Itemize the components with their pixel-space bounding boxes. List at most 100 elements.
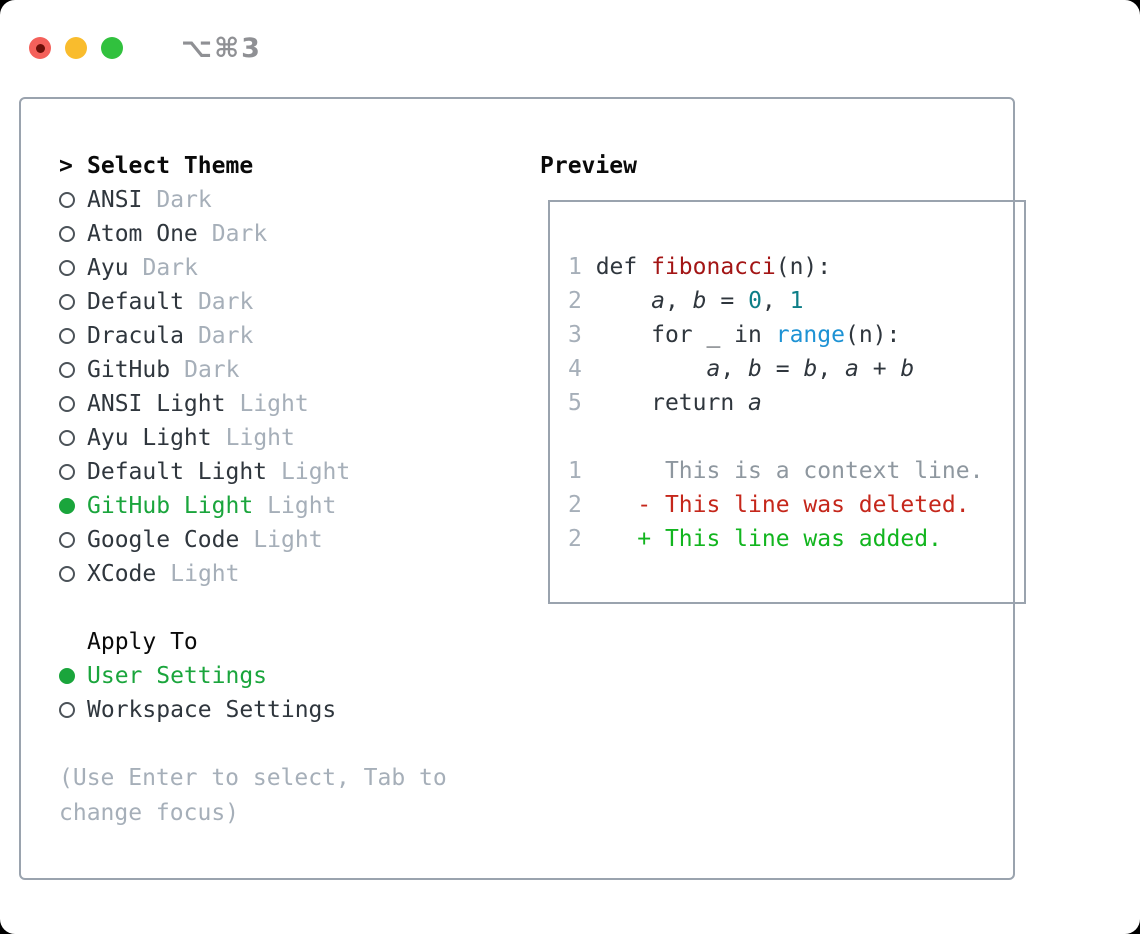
section-gap (59, 591, 499, 625)
token-plain (596, 288, 651, 314)
token-gut: 2 (568, 526, 582, 552)
minimize-button[interactable] (65, 37, 87, 59)
token-var: b (900, 356, 915, 382)
preview-blank-line (568, 420, 1024, 454)
token-var: b (748, 356, 762, 382)
theme-option-ayu-light[interactable]: Ayu Light Light (59, 421, 499, 455)
token-ctx: This is a context line. (581, 458, 984, 484)
token-gut: 3 (568, 322, 596, 348)
token-plain (596, 356, 707, 382)
token-var: a (748, 390, 762, 416)
radio-icon (59, 328, 75, 344)
option-label: Ayu Light (87, 425, 212, 451)
option-label: XCode (87, 561, 157, 587)
token-plain: (n): (844, 322, 901, 348)
token-plain: , (817, 356, 846, 382)
apply-option-workspace-settings[interactable]: Workspace Settings (59, 693, 499, 727)
theme-option-xcode[interactable]: XCode Light (59, 557, 499, 591)
radio-icon (59, 464, 75, 480)
token-var: b (803, 356, 818, 382)
option-variant-label: Light (170, 561, 240, 587)
token-add: + This line was added. (581, 526, 942, 552)
preview-line: 2 a, b = 0, 1 (568, 284, 1024, 318)
preview-line: 3 for _ in range(n): (568, 318, 1024, 352)
radio-selected-icon (59, 668, 75, 684)
title-bar: ⌥⌘3 (0, 0, 1140, 70)
token-plain: , (720, 356, 749, 382)
token-plain: , (761, 288, 790, 314)
token-plain: def (595, 254, 652, 280)
option-label: Google Code (87, 527, 240, 553)
radio-icon (59, 566, 75, 582)
token-gut: 4 (568, 356, 596, 382)
option-variant-label: Dark (142, 255, 198, 281)
token-plain: for _ in (595, 322, 776, 348)
token-plain: , (664, 288, 693, 314)
option-label: Default (87, 289, 184, 315)
preview-line: 2 + This line was added. (568, 522, 1024, 556)
option-variant-label: Light (239, 391, 309, 417)
option-label: Dracula (87, 323, 184, 349)
preview-line: 1 def fibonacci(n): (568, 250, 1024, 284)
token-gut: 2 (568, 492, 582, 518)
option-label: Atom One (87, 221, 198, 247)
token-var: b (692, 288, 707, 314)
theme-list-title: Select Theme (87, 153, 254, 179)
radio-icon (59, 532, 75, 548)
theme-list-header: > Select Theme (59, 149, 499, 183)
theme-option-dracula[interactable]: Dracula Dark (59, 319, 499, 353)
option-label: Default Light (87, 459, 268, 485)
radio-icon (59, 226, 75, 242)
theme-option-default-light[interactable]: Default Light Light (59, 455, 499, 489)
apply-to-header: Apply To (59, 625, 499, 659)
token-plain: = (761, 356, 804, 382)
token-plain: (n): (775, 254, 832, 280)
preview-column: Preview 1 def fibonacci(n):2 a, b = 0, 1… (540, 149, 1026, 831)
token-gut: 5 (568, 390, 596, 416)
option-label: GitHub (87, 357, 171, 383)
zoom-button[interactable] (101, 37, 123, 59)
option-variant-label: Light (225, 425, 295, 451)
preview-title: Preview (540, 153, 637, 179)
close-button[interactable] (29, 37, 51, 59)
token-gut: 2 (568, 288, 596, 314)
keyboard-hint: (Use Enter to select, Tab to change focu… (59, 765, 447, 826)
option-label: Workspace Settings (87, 697, 337, 723)
token-func: fibonacci (651, 254, 776, 280)
option-variant-label: Dark (197, 323, 254, 349)
window-shortcut-label: ⌥⌘3 (181, 32, 262, 64)
preview-line: 1 This is a context line. (568, 454, 1024, 488)
apply-option-user-settings[interactable]: User Settings (59, 659, 499, 693)
token-var: a (845, 356, 859, 382)
radio-icon (59, 294, 75, 310)
token-gut: 1 (568, 254, 596, 280)
radio-selected-icon (59, 498, 75, 514)
radio-icon (59, 362, 75, 378)
preview-line: 5 return a (568, 386, 1024, 420)
option-variant-label: Light (267, 493, 337, 519)
theme-option-default[interactable]: Default Dark (59, 285, 499, 319)
radio-icon (59, 430, 75, 446)
token-plain: return (595, 390, 749, 416)
radio-icon (59, 192, 75, 208)
option-variant-label: Dark (197, 289, 254, 315)
token-plain: = (706, 288, 749, 314)
radio-icon (59, 396, 75, 412)
radio-icon (59, 260, 75, 276)
apply-to-title: Apply To (87, 629, 198, 655)
option-variant-label: Light (281, 459, 351, 485)
token-builtin: range (775, 322, 845, 348)
focus-cursor-icon: > (59, 153, 73, 179)
